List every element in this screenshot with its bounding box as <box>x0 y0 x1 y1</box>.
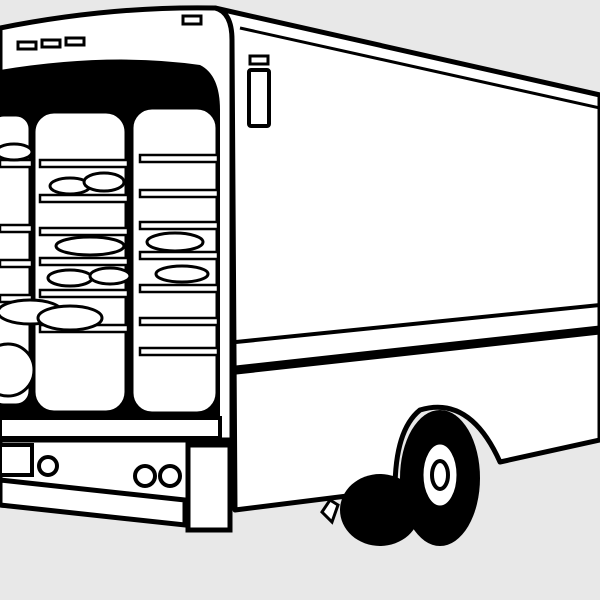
shelf <box>138 316 220 327</box>
shelf <box>0 258 34 269</box>
roof-light-4 <box>181 14 203 26</box>
rear-corner-post <box>185 442 233 533</box>
side-stripe-thick <box>235 325 600 375</box>
rear-bumper <box>0 477 188 528</box>
shelf <box>38 256 130 267</box>
bread-rack-right <box>130 106 219 415</box>
bread-loaf <box>54 235 126 257</box>
rear-wheel <box>340 410 480 546</box>
roof-light-3 <box>64 36 86 47</box>
shelf <box>138 250 220 261</box>
cargo-sill <box>0 416 222 440</box>
bread-loaf <box>145 231 205 253</box>
shelf <box>138 346 220 357</box>
license-plate <box>0 443 34 477</box>
tail-light <box>133 464 157 488</box>
bread-loaf <box>0 142 34 162</box>
bread-loaf <box>0 342 36 398</box>
shelf <box>138 153 220 164</box>
bread-loaf <box>154 264 210 284</box>
shelf <box>38 158 130 169</box>
door-handle <box>247 68 271 128</box>
shelf <box>138 283 220 294</box>
roof-light-1 <box>16 40 38 51</box>
tail-light <box>37 455 59 477</box>
shelf <box>0 223 34 234</box>
exhaust-pipe <box>320 497 340 525</box>
bread-loaf <box>46 268 94 288</box>
bread-loaf <box>88 266 132 286</box>
marker-light <box>248 54 270 66</box>
shelf <box>38 193 130 204</box>
shelf <box>138 188 220 199</box>
shelf <box>38 288 130 299</box>
bread-loaf <box>82 171 126 193</box>
truck-side-panel <box>212 5 600 513</box>
bread-loaves <box>0 142 210 398</box>
roof-edge <box>239 26 600 110</box>
bread-loaf <box>36 304 104 332</box>
shelf <box>138 220 220 231</box>
shelf <box>38 226 130 237</box>
side-stripe-thin <box>235 303 600 344</box>
roof-light-2 <box>40 38 62 49</box>
tail-light <box>158 464 182 488</box>
